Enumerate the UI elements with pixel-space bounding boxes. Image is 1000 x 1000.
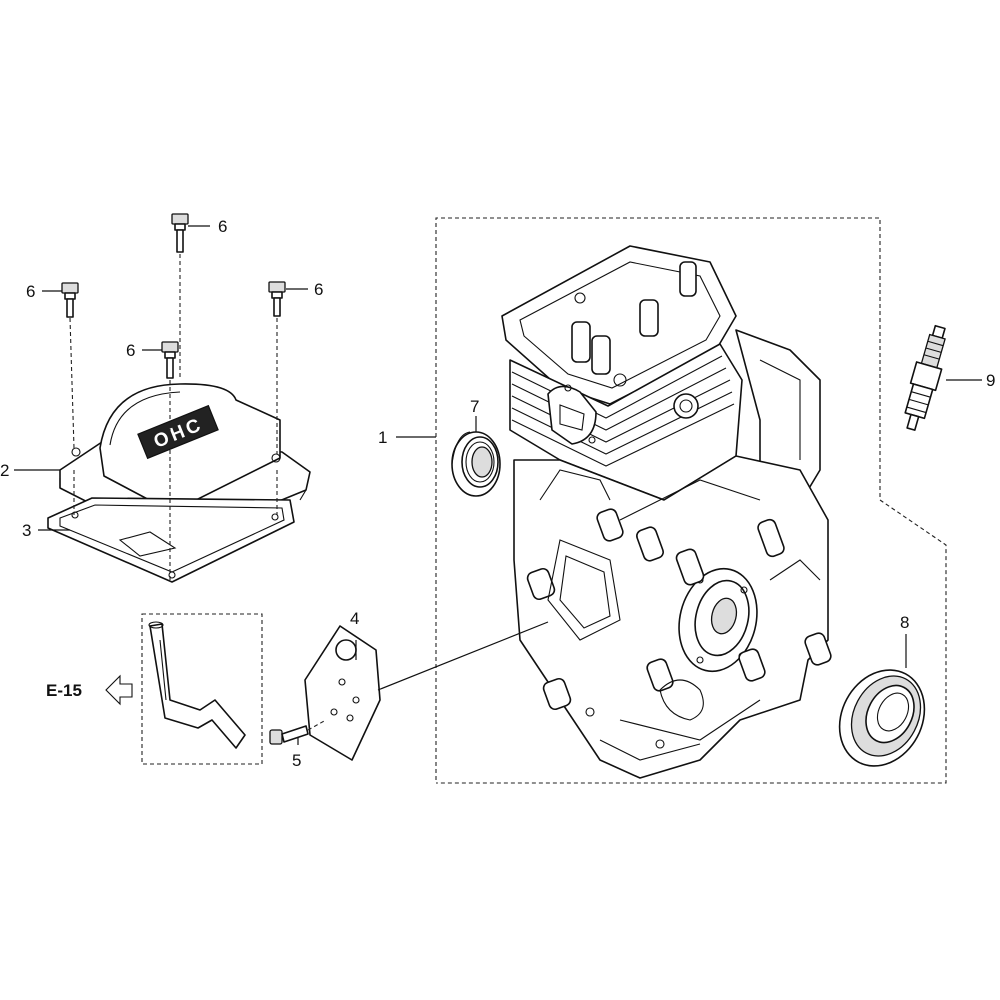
callout-6-right: 6 xyxy=(314,280,323,299)
bolt-6-top[interactable] xyxy=(171,213,189,253)
oil-seal-8[interactable] xyxy=(823,655,941,781)
bolt-6-left[interactable] xyxy=(61,282,79,318)
breather-plate[interactable] xyxy=(304,625,381,761)
callout-labels: 1 2 3 4 5 6 6 6 6 7 8 9 xyxy=(0,217,995,770)
callout-1: 1 xyxy=(378,428,387,447)
callout-8: 8 xyxy=(900,613,909,632)
callout-6-center: 6 xyxy=(126,341,135,360)
callout-3: 3 xyxy=(22,521,31,540)
bolt-6-right[interactable] xyxy=(268,281,286,317)
bearing-7[interactable] xyxy=(451,431,501,497)
callout-7: 7 xyxy=(470,397,479,416)
screw-5[interactable] xyxy=(269,719,327,745)
crankcase-cylinder-assembly[interactable] xyxy=(501,245,833,779)
callout-6-left: 6 xyxy=(26,282,35,301)
bolt-alignment-lines xyxy=(69,254,278,580)
leader-lines xyxy=(14,225,982,745)
crankcase-group-outline xyxy=(435,217,947,784)
reference-label: E-15 xyxy=(46,681,82,700)
callout-9: 9 xyxy=(986,371,995,390)
callout-5: 5 xyxy=(292,751,301,770)
head-cover-gasket[interactable] xyxy=(47,497,295,583)
callout-2: 2 xyxy=(0,461,9,480)
callout-4: 4 xyxy=(350,609,359,628)
outline-arrow-left-icon xyxy=(105,674,133,706)
callout-6-top: 6 xyxy=(218,217,227,236)
reference-e15[interactable]: E-15 xyxy=(46,674,133,706)
spark-plug-9[interactable] xyxy=(898,324,952,433)
breather-tube-group[interactable] xyxy=(141,613,263,765)
bolt-6-center[interactable] xyxy=(161,341,179,379)
